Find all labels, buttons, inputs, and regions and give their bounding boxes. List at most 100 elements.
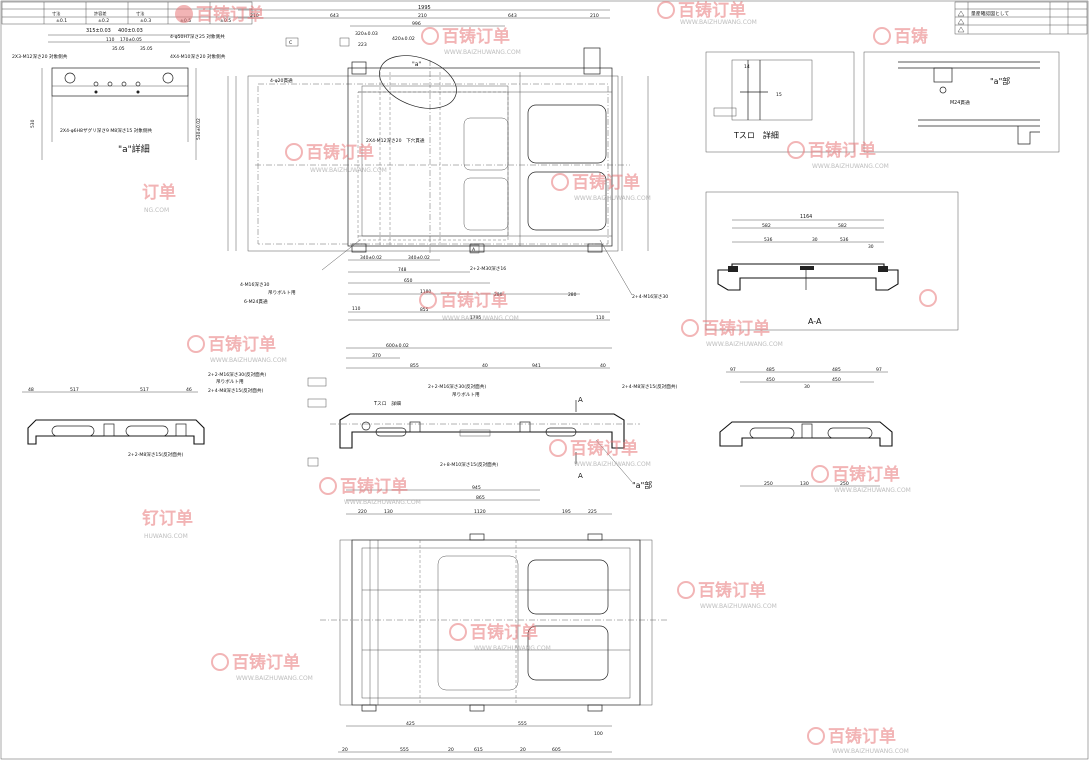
rside-dim-130: 130	[800, 481, 809, 487]
a-part-note: M24貫通	[950, 99, 970, 106]
watermark-brand: 百铸订单	[470, 622, 538, 643]
dim-280-b: 280	[568, 292, 577, 298]
dim-110-a: 110	[352, 306, 361, 312]
a-part-title: "a"部	[990, 76, 1010, 86]
watermark: 百铸订单 WWW.BAIZHUWANG.COM	[811, 464, 911, 494]
rside-dim-450-a: 450	[766, 377, 775, 383]
watermark: 钌订单 HUWANG.COM	[142, 508, 193, 540]
watermark: 百铸订单 WWW.BAIZHUWANG.COM	[285, 142, 387, 174]
dim-748: 748	[398, 267, 407, 273]
t-slot-detail: 14 15 Tスロ 詳細	[705, 51, 855, 153]
aa-dim-536-a: 536	[764, 237, 773, 243]
front-dim-941: 941	[532, 363, 541, 369]
watermark-brand: 百铸订单	[702, 318, 770, 339]
dim-1795: 1795	[470, 315, 481, 321]
watermark-fragment: 钌订单	[142, 508, 193, 529]
watermark: 百铸订单 WWW.BAIZHUWANG.COM	[319, 476, 421, 506]
note-m12: 2X3-M12深さ20 対象側共	[12, 53, 68, 60]
front-dim-865: 865	[476, 495, 485, 501]
watermark-fragment: NG.COM	[144, 207, 169, 214]
rside-dim-97-b: 97	[876, 367, 882, 373]
front-dim-945: 945	[472, 485, 481, 491]
watermark: 百铸订单 WWW.BAIZHUWANG.COM	[187, 334, 287, 364]
callout-lift: 吊りボルト用	[268, 289, 296, 296]
rside-dim-250-a: 250	[764, 481, 773, 487]
bottom-dim-555: 555	[400, 747, 409, 753]
watermark: 百铸订单 WWW.BAIZHUWANG.COM	[657, 0, 757, 26]
plan-view: 1995 210 643 210 643 210 996 320±0.03 22…	[227, 5, 668, 321]
callout-m30: 2+2-M30深さ16	[470, 265, 506, 272]
aa-dim-30-b: 30	[868, 244, 874, 250]
front-dim-195: 195	[562, 509, 571, 515]
watermark-url: WWW.BAIZHUWANG.COM	[474, 645, 551, 652]
watermarks: 百铸订单 百铸订单 WWW.BAIZHUWANG.COM 百铸订单 WWW.BA…	[142, 0, 937, 755]
dim-650: 650	[404, 278, 413, 284]
dim-110-b: 110	[596, 315, 605, 321]
watermark: 百铸订单 WWW.BAIZHUWANG.COM	[419, 290, 519, 322]
dim-340-a: 340±0.02	[360, 255, 382, 261]
bottom-dim-425: 425	[406, 721, 415, 727]
side-note-m8-b: 2+2-M8深さ15(反対面共)	[128, 451, 183, 458]
side-dim-46: 46	[186, 387, 192, 393]
section-mark-a-top: A	[578, 396, 583, 404]
watermark-fragment: 订单	[142, 182, 176, 203]
watermark-url: WWW.BAIZHUWANG.COM	[700, 603, 777, 610]
front-view: 600±0.02 370 855 40 941 40 Tスロ 詳細 2+2-M1…	[307, 343, 677, 515]
section-mark-a-bottom: A	[578, 472, 583, 480]
aa-dim-536-b: 536	[840, 237, 849, 243]
dim-400: 400±0.03	[118, 28, 143, 34]
note-phi50: 4-φ50H7深さ25 対象側共	[170, 33, 225, 40]
tol-header-1: 寸法	[52, 10, 60, 17]
rside-dim-485-a: 485	[766, 367, 775, 373]
aa-dim-30-a: 30	[812, 237, 818, 243]
watermark: 百铸订单 WWW.BAIZHUWANG.COM	[681, 318, 783, 348]
bottom-view: 425 555 20 555 20 615 20 605 100	[320, 533, 668, 753]
dim-996: 996	[412, 21, 421, 27]
watermark-url: WWW.BAIZHUWANG.COM	[236, 675, 313, 682]
watermark-brand: 百铸订单	[442, 26, 510, 47]
watermark: 百铸订单 WWW.BAIZHUWANG.COM	[449, 622, 551, 652]
plan-detail-label: "a"	[412, 61, 421, 68]
watermark: 百铸订单 WWW.BAIZHUWANG.COM	[807, 726, 909, 755]
rside-dim-97-a: 97	[730, 367, 736, 373]
bottom-dim-20-a: 20	[342, 747, 348, 753]
watermark-url: WWW.BAIZHUWANG.COM	[310, 167, 387, 174]
datum-a: A	[472, 247, 476, 253]
bottom-dim-605: 605	[552, 747, 561, 753]
watermark: 百铸订单 WWW.BAIZHUWANG.COM	[677, 580, 777, 610]
section-aa-view: 1164 582 582 536 30 536 30 A-A	[705, 191, 959, 331]
watermark: 订单 NG.COM	[142, 182, 176, 214]
dim-210-b: 210	[418, 13, 427, 19]
watermark-brand: 百铸订单	[832, 464, 900, 485]
watermark-brand: 百铸订单	[828, 726, 896, 747]
dim-643-a: 643	[330, 13, 339, 19]
watermark-brand: 百铸订单	[196, 4, 264, 25]
watermark: 百铸订单 WWW.BAIZHUWANG.COM	[211, 652, 313, 682]
tol-value-5: ±0.5	[220, 18, 231, 24]
front-note-a-part: "a"部	[632, 480, 652, 490]
side-note-m8: 2+4-M8深さ15(反対面共)	[208, 387, 263, 394]
watermark: 百铸订单 WWW.BAIZHUWANG.COM	[549, 438, 651, 468]
dim-855: 855	[420, 307, 429, 313]
dim-530-tol: 530±0.02	[196, 118, 202, 140]
dim-340-b: 340±0.02	[408, 255, 430, 261]
front-dim-1120: 1120	[474, 509, 486, 515]
front-dim-40-a: 40	[482, 363, 488, 369]
front-dim-220: 220	[358, 509, 367, 515]
watermark-brand: 百铸订单	[698, 580, 766, 601]
callout-m12: 2X4-M12深さ20 下穴貫通	[366, 137, 425, 144]
callout-m16: 4-M16深さ30	[240, 281, 269, 288]
watermark: 百铸订单	[175, 4, 264, 25]
front-note-m16: 2+2-M16深さ30(反対面共)	[428, 383, 486, 390]
watermark-url: WWW.BAIZHUWANG.COM	[706, 341, 783, 348]
dim-35-b: 35.05	[140, 46, 153, 52]
watermark: 百铸订单 WWW.BAIZHUWANG.COM	[421, 26, 521, 56]
note-m10: 4X4-M10深さ20 対象側共	[170, 53, 226, 60]
bottom-dim-100: 100	[594, 731, 603, 737]
watermark-brand: 百铸订单	[572, 172, 640, 193]
watermark-brand: 百铸订单	[306, 142, 374, 163]
side-note-m16: 2+2-M16深さ30(反対面共)	[208, 371, 266, 378]
bottom-dim-615: 615	[474, 747, 483, 753]
side-dim-48: 48	[28, 387, 34, 393]
rside-dim-450-b: 450	[832, 377, 841, 383]
